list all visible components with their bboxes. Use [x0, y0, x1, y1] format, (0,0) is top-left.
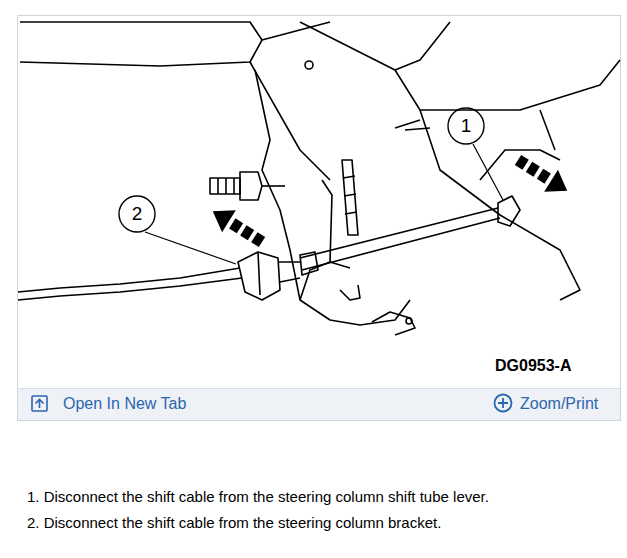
- figure-code: DG0953-A: [495, 356, 571, 375]
- toolbar-border: [18, 388, 620, 389]
- toolbar-link: Zoom/Print: [520, 394, 598, 413]
- toolbar: [18, 388, 620, 420]
- instruction-step: 1. Disconnect the shift cable from the s…: [27, 488, 489, 506]
- callout-number: 1: [461, 115, 472, 138]
- open-tab-icon: [32, 396, 47, 411]
- line-drawing: [18, 22, 620, 335]
- zoom-icon: [495, 395, 512, 412]
- movement-arrow: [206, 149, 574, 253]
- callout-number: 2: [132, 203, 143, 226]
- toolbar-link: Open In New Tab: [63, 394, 186, 413]
- instruction-step: 2. Disconnect the shift cable from the s…: [27, 514, 441, 532]
- image-frame: [18, 16, 621, 421]
